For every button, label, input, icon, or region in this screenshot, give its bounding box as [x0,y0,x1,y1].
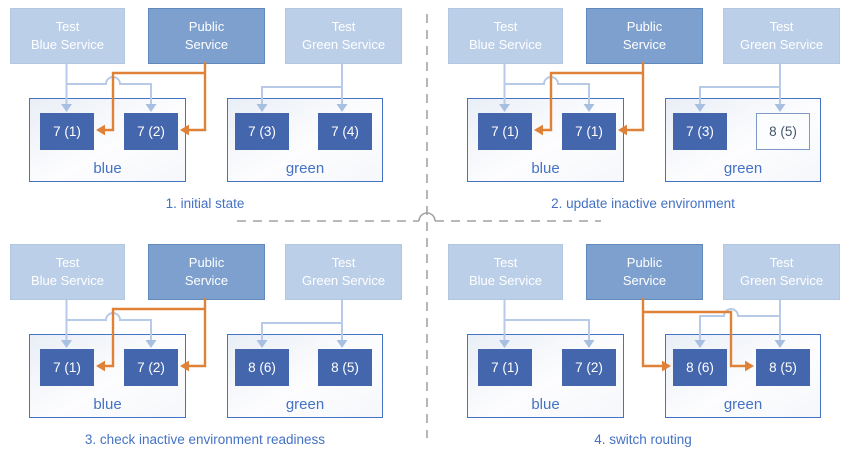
test-blue-service-box: Test Blue Service [448,8,563,64]
version-box: 8 (6) [673,349,727,386]
version-box: 7 (1) [478,113,532,150]
blue-environment-label: blue [531,160,560,177]
divider-hop [418,212,436,222]
quadrant-initial-state: Test Blue Service Public Service Test Gr… [0,0,410,228]
blue-environment-label: blue [531,396,560,413]
version-box: 7 (1) [478,349,532,386]
version-box: 7 (2) [562,349,616,386]
version-box: 8 (5) [756,113,810,150]
version-box: 7 (2) [124,349,178,386]
test-green-service-box: Test Green Service [723,8,840,64]
test-green-service-box: Test Green Service [285,8,402,64]
test-green-service-box: Test Green Service [285,244,402,300]
version-box: 8 (5) [318,349,372,386]
test-blue-service-box: Test Blue Service [448,244,563,300]
public-service-box: Public Service [148,244,265,300]
test-green-service-box: Test Green Service [723,244,840,300]
blue-environment-label: blue [93,160,122,177]
version-box: 8 (6) [235,349,289,386]
version-box: 7 (2) [124,113,178,150]
version-box: 7 (4) [318,113,372,150]
version-box: 7 (3) [673,113,727,150]
green-environment-label: green [285,396,325,413]
public-service-box: Public Service [148,8,265,64]
quadrant-update-inactive-environment: Test Blue Service Public Service Test Gr… [438,0,848,228]
version-box: 8 (5) [756,349,810,386]
green-environment-label: green [285,160,325,177]
test-blue-service-box: Test Blue Service [10,244,125,300]
green-environment-label: green [723,396,763,413]
test-blue-service-box: Test Blue Service [10,8,125,64]
version-box: 7 (1) [40,113,94,150]
version-box: 7 (3) [235,113,289,150]
green-environment-label: green [723,160,763,177]
version-box: 7 (1) [40,349,94,386]
quadrant-caption: 3. check inactive environment readiness [84,432,326,447]
blue-environment-label: blue [93,396,122,413]
quadrant-caption: 2. update inactive environment [551,196,735,211]
public-service-box: Public Service [586,8,703,64]
quadrant-switch-routing: Test Blue Service Public Service Test Gr… [438,236,848,456]
quadrant-caption: 1. initial state [165,196,245,211]
public-service-box: Public Service [586,244,703,300]
version-box: 7 (1) [562,113,616,150]
quadrant-check-inactive-environment-readiness: Test Blue Service Public Service Test Gr… [0,236,410,456]
quadrant-caption: 4. switch routing [594,432,692,447]
